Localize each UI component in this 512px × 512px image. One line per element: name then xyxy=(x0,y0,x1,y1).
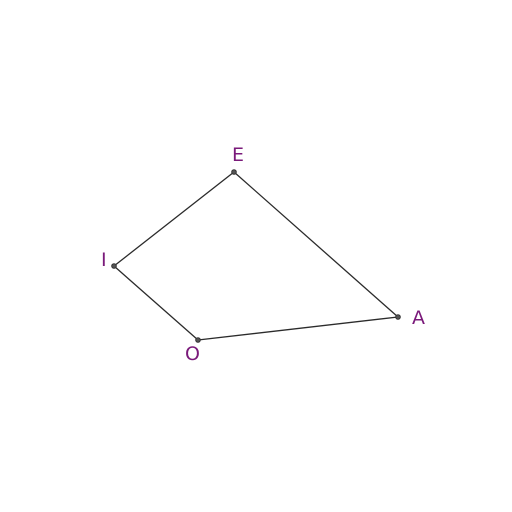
vertex-point-A xyxy=(395,314,401,320)
edge-A-O xyxy=(197,316,399,341)
vertex-labels: E A O I xyxy=(101,144,425,365)
vertex-label-E: E xyxy=(232,144,244,166)
edge-E-A xyxy=(233,171,399,318)
vertex-label-O: O xyxy=(185,343,200,365)
edges xyxy=(113,171,399,341)
vertex-point-I xyxy=(111,263,117,269)
vertex-label-A: A xyxy=(412,307,425,329)
vertex-point-E xyxy=(231,169,237,175)
edge-O-I xyxy=(113,265,199,341)
vertices xyxy=(111,169,401,343)
edge-I-E xyxy=(113,171,235,267)
vertex-label-I: I xyxy=(101,249,107,271)
vertex-point-O xyxy=(195,337,201,343)
